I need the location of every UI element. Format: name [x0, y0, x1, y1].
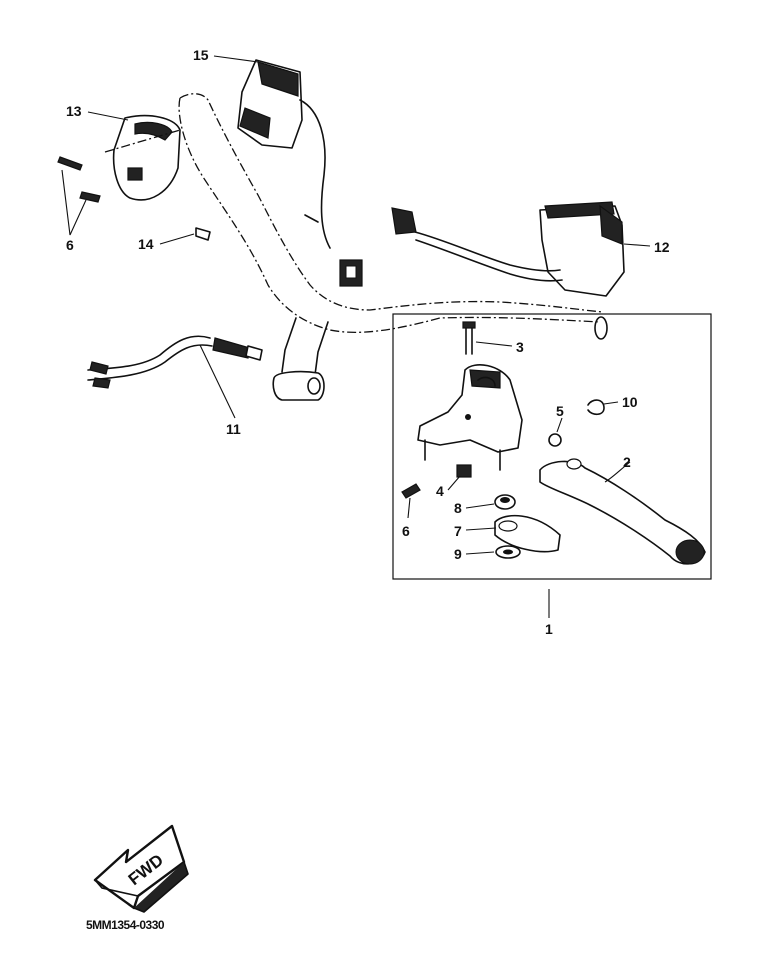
callout-13: 13 — [66, 103, 82, 119]
callout-2: 2 — [623, 454, 631, 470]
screw-6-upper — [57, 156, 101, 203]
nut-4 — [456, 464, 472, 478]
bolt-3 — [462, 321, 476, 355]
clip-10 — [587, 399, 605, 416]
nut-5 — [548, 433, 562, 447]
drawing-code: 5MM1354-0330 — [86, 918, 165, 932]
callout-15: 15 — [193, 47, 209, 63]
lever-2 — [539, 458, 706, 565]
plate-7 — [494, 514, 561, 553]
right-switch-housing-12 — [391, 201, 625, 297]
callout-labels: 15 13 6 14 11 12 3 10 5 2 4 6 8 7 9 1 — [66, 47, 670, 637]
screw-6-lower — [401, 483, 421, 499]
callout-10: 10 — [622, 394, 638, 410]
callout-11: 11 — [226, 421, 241, 437]
forward-direction-arrow: FWD — [93, 824, 189, 913]
lever-bracket — [417, 364, 523, 471]
callout-4: 4 — [436, 483, 444, 499]
right-switch-housing-15 — [237, 59, 363, 287]
callout-7: 7 — [454, 523, 462, 539]
lever-assembly-frame — [392, 313, 712, 580]
left-switch-housing-13 — [104, 114, 181, 201]
callout-14: 14 — [138, 236, 154, 252]
callout-5: 5 — [556, 403, 564, 419]
clutch-switch-11 — [87, 335, 263, 389]
callout-12: 12 — [654, 239, 670, 255]
callout-9: 9 — [454, 546, 462, 562]
handlebar-outline — [178, 93, 608, 401]
clip-14 — [195, 227, 211, 241]
callout-1: 1 — [545, 621, 553, 637]
collar-8 — [494, 494, 516, 510]
callout-3: 3 — [516, 339, 524, 355]
washer-9 — [495, 545, 521, 559]
callout-6-upper: 6 — [66, 237, 74, 253]
callout-6-lower: 6 — [402, 523, 410, 539]
callout-8: 8 — [454, 500, 462, 516]
leader-lines — [61, 55, 651, 618]
